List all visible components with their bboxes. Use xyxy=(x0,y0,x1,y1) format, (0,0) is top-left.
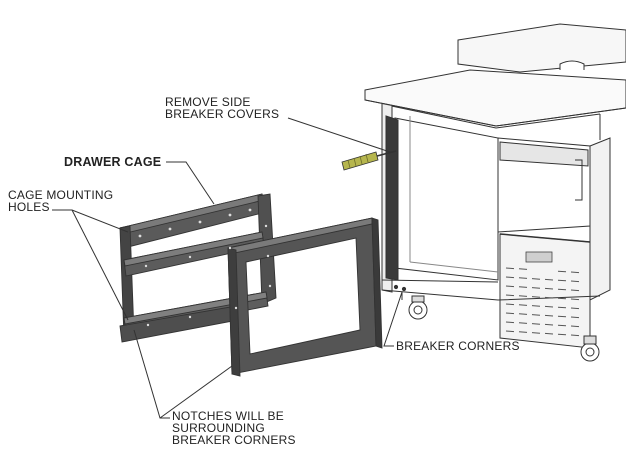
label-line: BREAKER COVERS xyxy=(165,107,280,121)
drawer-cage xyxy=(119,193,383,377)
label-drawer-cage: DRAWER CAGE xyxy=(64,155,162,169)
vent-slot xyxy=(531,287,541,289)
label-cage-mounting-holes: CAGE MOUNTING HOLES xyxy=(8,189,113,213)
label-notches: NOTCHES WILL BE SURROUNDING BREAKER CORN… xyxy=(172,410,296,446)
vent-slot xyxy=(518,322,528,324)
vent-slot xyxy=(505,303,515,306)
vent-slot xyxy=(518,295,528,297)
vent-slot xyxy=(544,323,554,326)
vent-slot xyxy=(544,296,554,299)
vent-slot xyxy=(557,270,567,273)
leader-lines xyxy=(52,117,403,419)
vent-slot xyxy=(557,333,567,336)
vent-slot xyxy=(557,315,567,318)
vent-slot xyxy=(518,268,528,270)
nameplate xyxy=(525,251,553,263)
vent-slot xyxy=(518,277,528,279)
vent-slot xyxy=(531,323,541,325)
vent-slot xyxy=(557,306,567,309)
vent-slot xyxy=(570,325,580,328)
label-line: SURROUNDING xyxy=(172,421,265,435)
vent-slot xyxy=(505,276,515,279)
screwdriver-icon xyxy=(341,150,397,171)
vent-slot xyxy=(531,314,541,316)
vent-slot xyxy=(544,314,554,317)
vent-slot xyxy=(518,286,528,288)
label-line: CAGE MOUNTING xyxy=(8,188,114,202)
label-remove-side-breaker-covers: REMOVE SIDE BREAKER COVERS xyxy=(165,96,279,120)
vent-slot xyxy=(505,330,515,333)
vent-slot xyxy=(570,298,580,301)
vent-slot xyxy=(557,279,567,282)
label-breaker-corners: BREAKER CORNERS xyxy=(396,339,520,353)
vent-slot xyxy=(505,312,515,315)
vent-slot xyxy=(505,267,515,270)
vent-slot xyxy=(570,271,580,274)
vent-slot xyxy=(544,287,554,290)
vent-slot xyxy=(518,304,528,306)
cage-mounting-holes xyxy=(138,208,272,327)
vent-slot xyxy=(518,331,528,333)
vent-slot xyxy=(518,313,528,315)
vent-slot xyxy=(557,324,567,327)
vent-slot xyxy=(557,297,567,300)
vent-slot xyxy=(531,332,541,334)
vent-slot xyxy=(570,316,580,319)
vent-slot xyxy=(570,334,580,337)
vent-slot xyxy=(557,288,567,291)
vent-slot xyxy=(570,307,580,310)
label-line: REMOVE SIDE xyxy=(165,95,251,109)
vent-slot xyxy=(505,321,515,324)
label-line: HOLES xyxy=(8,200,50,214)
label-line: BREAKER CORNERS xyxy=(172,433,296,447)
vent-slot xyxy=(570,280,580,283)
vent-slot xyxy=(544,305,554,308)
vent-slot xyxy=(505,294,515,297)
vent-slot xyxy=(544,278,554,281)
vent-slot xyxy=(531,296,541,298)
label-line: NOTCHES WILL BE xyxy=(172,409,284,423)
vent-slot xyxy=(570,289,580,292)
vent-slot xyxy=(544,332,554,335)
vent-slot xyxy=(505,285,515,288)
counter-unit xyxy=(364,23,626,362)
vent-grille xyxy=(505,267,580,337)
vent-slot xyxy=(531,305,541,307)
vent-slot xyxy=(531,278,541,280)
